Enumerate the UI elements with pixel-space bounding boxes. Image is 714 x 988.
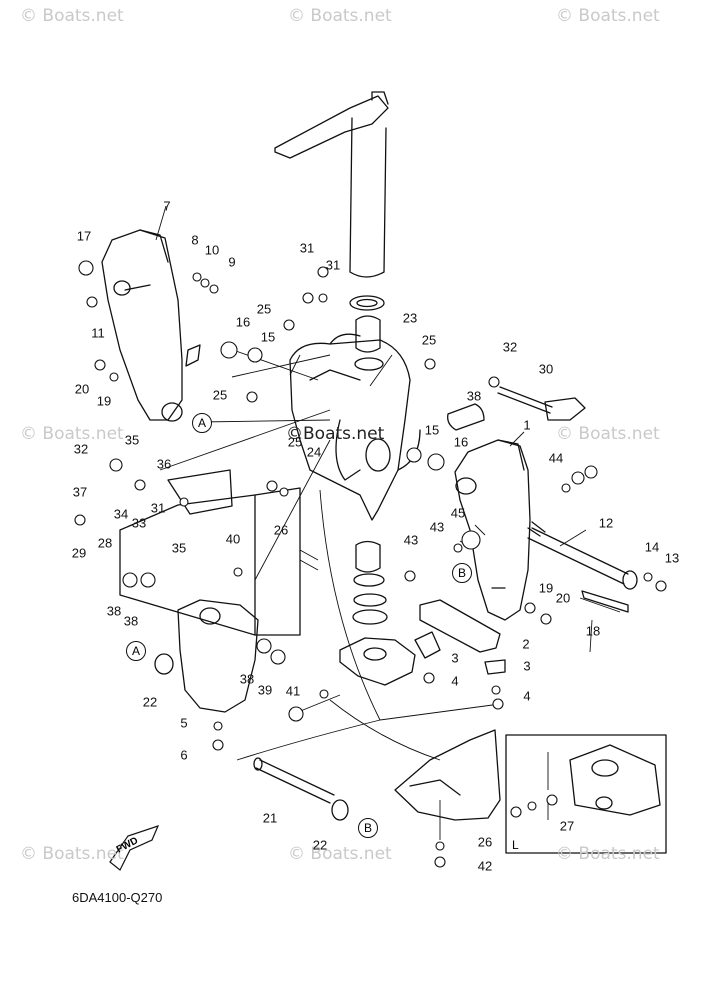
callout-a: A: [192, 413, 212, 433]
part-label: 38: [466, 388, 482, 404]
part-label: 18: [585, 623, 601, 639]
part-label: 8: [191, 232, 199, 248]
steering-arm: [274, 95, 389, 159]
part-label: 33: [131, 515, 147, 531]
part-label: 16: [235, 314, 251, 330]
part-label: 25: [256, 301, 272, 317]
part-label: 43: [403, 532, 419, 548]
part-label: 45: [450, 505, 466, 521]
part-label: 12: [598, 515, 614, 531]
part-label: 22: [142, 694, 158, 710]
part-label: 43: [429, 519, 445, 535]
part-label: 22: [312, 837, 328, 853]
watermark: © Boats.net: [20, 424, 124, 444]
part-label: 24: [306, 444, 322, 460]
part-label: 14: [644, 539, 660, 555]
part-label: 19: [538, 580, 554, 596]
part-label: 36: [156, 456, 172, 472]
watermark: © Boats.net: [556, 424, 660, 444]
part-label: 7: [163, 198, 171, 214]
steering-yoke: [339, 637, 416, 686]
watermark: © Boats.net: [20, 6, 124, 26]
part-label: 1: [523, 417, 531, 433]
part-label: 10: [204, 242, 220, 258]
swivel-bracket: [289, 339, 411, 521]
part-label: 25: [287, 434, 303, 450]
part-label: 5: [180, 715, 188, 731]
part-label: 26: [477, 834, 493, 850]
part-label: 44: [548, 450, 564, 466]
part-label: 32: [73, 441, 89, 457]
part-label: 35: [124, 432, 140, 448]
watermark: © Boats.net: [20, 844, 124, 864]
part-label: 15: [424, 422, 440, 438]
part-label: 3: [523, 658, 531, 674]
part-label: 4: [451, 673, 459, 689]
part-label: 31: [325, 257, 341, 273]
part-label: 11: [91, 325, 105, 341]
inset-letter: L: [512, 838, 519, 852]
watermark: © Boats.net: [556, 844, 660, 864]
lower-casing: [394, 729, 501, 821]
part-label: 35: [171, 540, 187, 556]
part-label: 17: [76, 228, 92, 244]
part-label: 13: [664, 550, 680, 566]
part-label: 29: [71, 545, 87, 561]
part-label: 27: [559, 818, 575, 834]
part-label: 38: [239, 671, 255, 687]
inset-panel: [505, 734, 667, 854]
part-label: 39: [257, 682, 273, 698]
part-label: 3: [451, 650, 459, 666]
part-label: 25: [212, 387, 228, 403]
part-label: 20: [555, 590, 571, 606]
part-label: 25: [421, 332, 437, 348]
part-label: 26: [273, 522, 289, 538]
part-label: 38: [123, 613, 139, 629]
part-label: 34: [113, 506, 129, 522]
part-label: 40: [225, 531, 241, 547]
part-label: 37: [72, 484, 88, 500]
part-label: 32: [502, 339, 518, 355]
watermark-center: ©Boats.net: [286, 424, 385, 444]
part-label: 16: [453, 434, 469, 450]
part-label: 42: [477, 858, 493, 874]
part-label: 19: [96, 393, 112, 409]
callout-b: B: [358, 818, 378, 838]
part-label: 21: [262, 810, 278, 826]
part-label: 6: [180, 747, 188, 763]
part-label: 31: [299, 240, 315, 256]
part-label: 41: [285, 683, 301, 699]
part-label: 20: [74, 381, 90, 397]
part-label: 23: [402, 310, 418, 326]
diagram-code: 6DA4100-Q270: [72, 890, 163, 905]
tilt-lock-block: [177, 599, 259, 713]
part-label: 31: [150, 500, 166, 516]
watermark: © Boats.net: [288, 6, 392, 26]
watermark: © Boats.net: [556, 6, 660, 26]
clamp-bracket-left: [101, 229, 183, 421]
part-label: 15: [260, 329, 276, 345]
part-label: 30: [538, 361, 554, 377]
part-label: 4: [523, 688, 531, 704]
part-label: 2: [522, 636, 530, 652]
part-label: 38: [106, 603, 122, 619]
watermark: © Boats.net: [288, 844, 392, 864]
callout-a: A: [126, 641, 146, 661]
fwd-arrow: [109, 825, 160, 871]
part-label: 28: [97, 535, 113, 551]
callout-b: B: [452, 563, 472, 583]
clamp-bracket-right: [454, 439, 531, 621]
part-label: 9: [228, 254, 236, 270]
